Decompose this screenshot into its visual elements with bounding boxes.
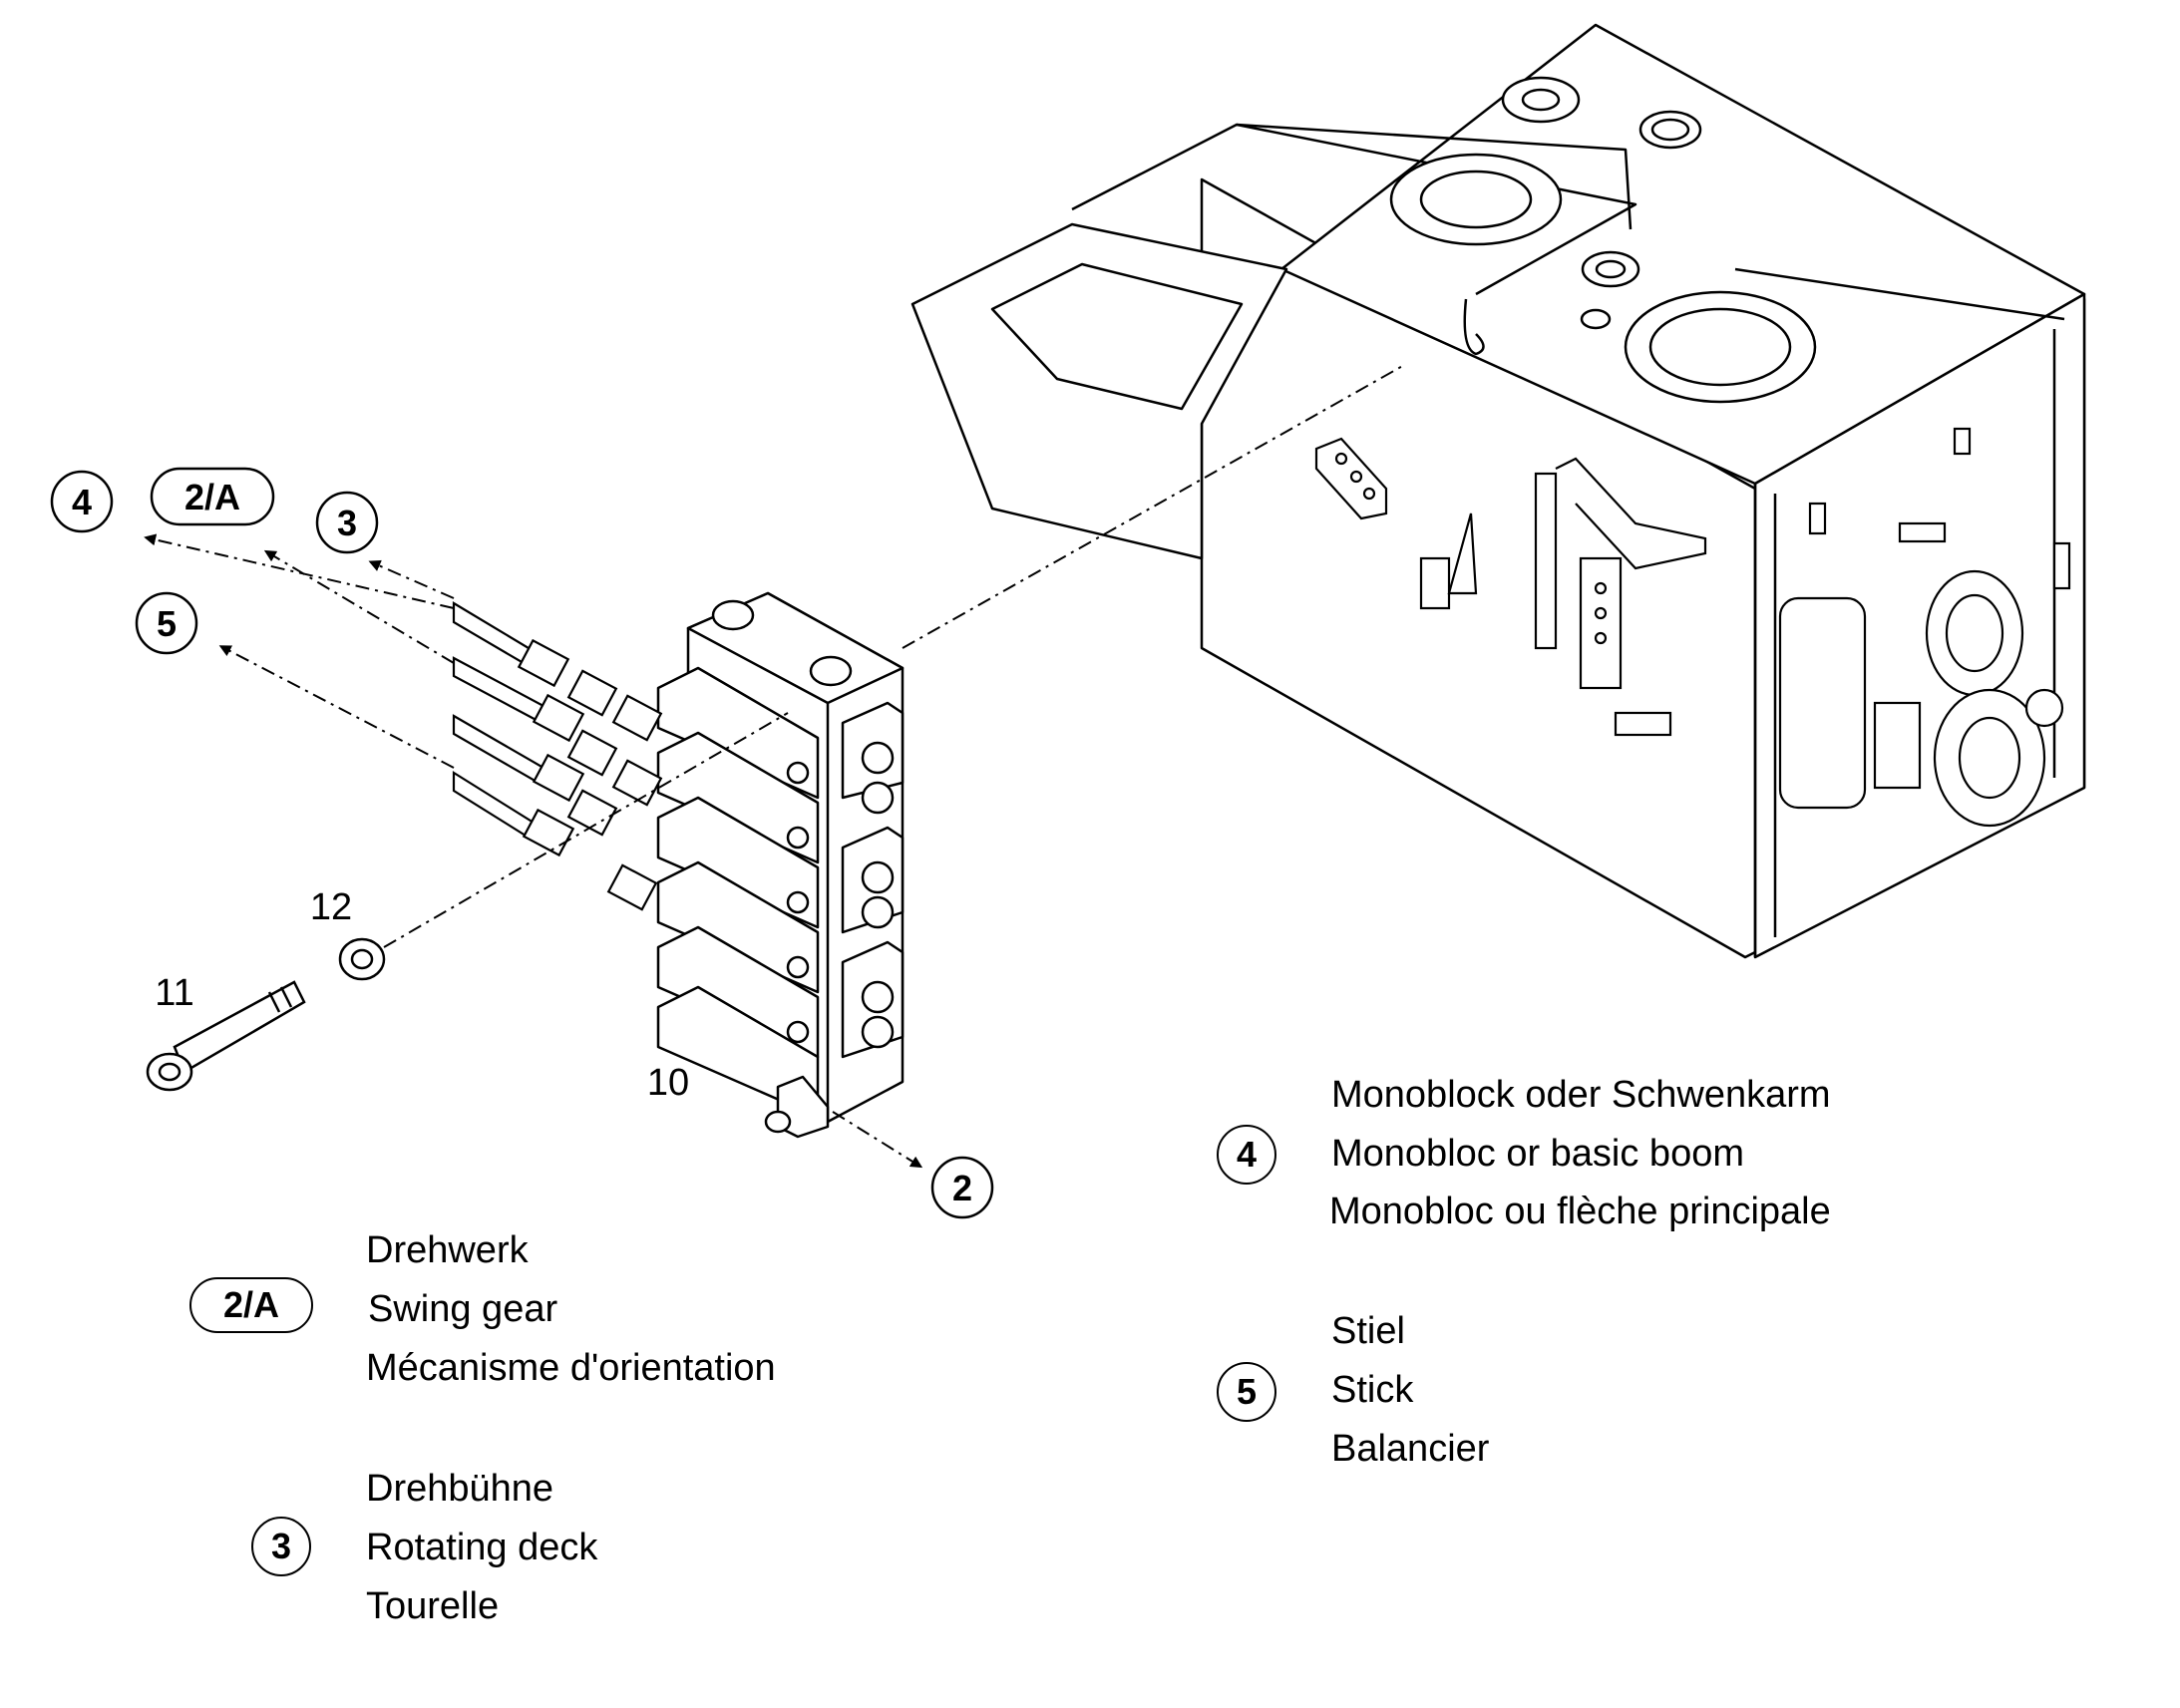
bolt-11 xyxy=(146,980,306,1092)
legend-line: Balancier xyxy=(1331,1428,1490,1470)
legend-line: Monobloc or basic boom xyxy=(1331,1133,1744,1175)
part-number-12: 12 xyxy=(310,886,352,928)
legend-line: Mécanisme d'orientation xyxy=(366,1347,776,1389)
part-number-11: 11 xyxy=(155,972,193,1014)
callout-5-top: 5 xyxy=(157,603,177,644)
callout-4-top: 4 xyxy=(72,482,92,522)
hose-fittings xyxy=(452,601,663,911)
valve-block xyxy=(656,591,905,1139)
legend-line: Stick xyxy=(1331,1369,1414,1411)
legend-badge-5: 5 xyxy=(1217,1362,1276,1422)
callout-badges xyxy=(50,467,994,1219)
part-number-10: 10 xyxy=(647,1062,689,1104)
legend-line: Monoblock oder Schwenkarm xyxy=(1331,1074,1831,1116)
side-details xyxy=(1314,427,2071,828)
callout-2a-top: 2/A xyxy=(184,477,240,517)
callout-3-top: 3 xyxy=(337,503,357,543)
legend-line: Drehbühne xyxy=(366,1468,554,1510)
washer-12 xyxy=(338,937,386,981)
legend-line: Tourelle xyxy=(366,1585,500,1627)
legend-line: Stiel xyxy=(1331,1310,1405,1352)
legend-line: Swing gear xyxy=(368,1288,558,1330)
legend-line: Monobloc ou flèche principale xyxy=(1329,1191,1831,1232)
legend-badge-4: 4 xyxy=(1217,1125,1276,1185)
legend-line: Drehwerk xyxy=(366,1229,529,1271)
legend-badge-2a: 2/A xyxy=(189,1277,313,1333)
callout-2-bottom: 2 xyxy=(952,1168,972,1208)
legend-line: Rotating deck xyxy=(366,1527,598,1568)
legend-badge-3: 3 xyxy=(251,1517,311,1576)
leader-lines xyxy=(144,363,1407,1169)
top-flanges xyxy=(1389,76,1817,404)
